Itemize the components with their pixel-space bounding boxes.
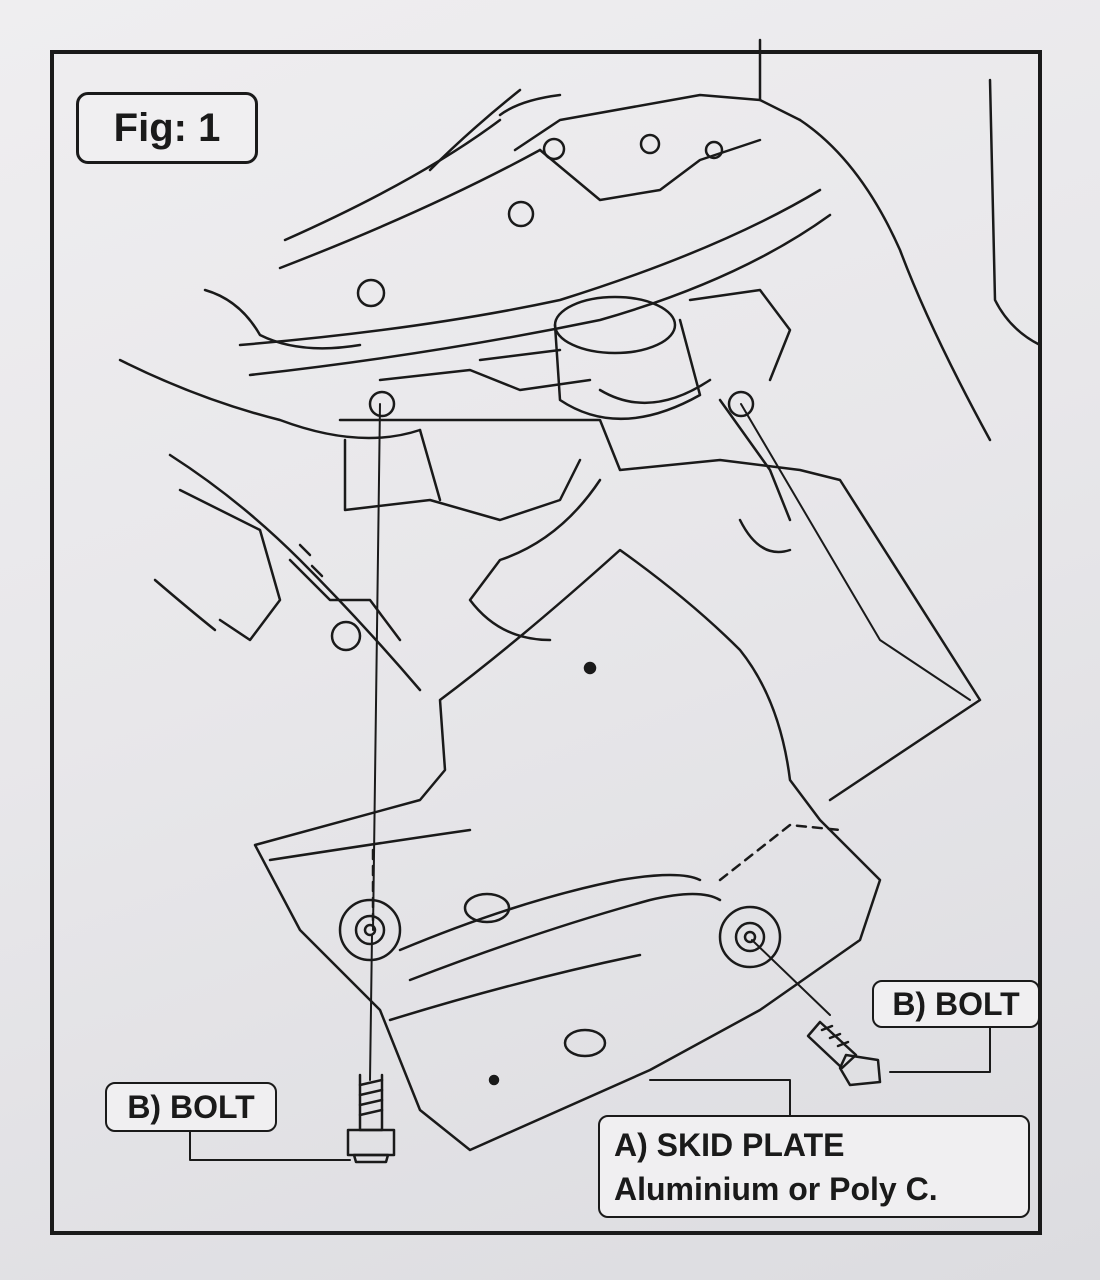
engine-body-lines: [203, 38, 1042, 442]
leader-lines: [189, 1027, 991, 1161]
right-bolt: [806, 1020, 882, 1087]
figure-title: Fig: 1: [76, 92, 258, 164]
bolt-alignment-lines: [369, 403, 971, 1081]
skid-plate: [253, 548, 882, 1152]
bolt-label-left: B) BOLT: [105, 1082, 277, 1132]
mount-bracket: [338, 390, 982, 802]
bolt-label-right: B) BOLT: [872, 980, 1040, 1028]
dashed-guide-lines: [371, 823, 842, 922]
engine-bolts: [356, 133, 724, 308]
figure-frame: [50, 50, 1042, 1235]
skid-plate-title: A) SKID PLATE: [614, 1127, 845, 1163]
skid-plate-material: Aluminium or Poly C.: [614, 1171, 938, 1207]
left-bolt: [346, 1073, 396, 1164]
cylinder-assembly: [378, 288, 792, 421]
skid-plate-label: A) SKID PLATE Aluminium or Poly C.: [598, 1115, 1030, 1218]
left-linkage: [118, 358, 422, 692]
